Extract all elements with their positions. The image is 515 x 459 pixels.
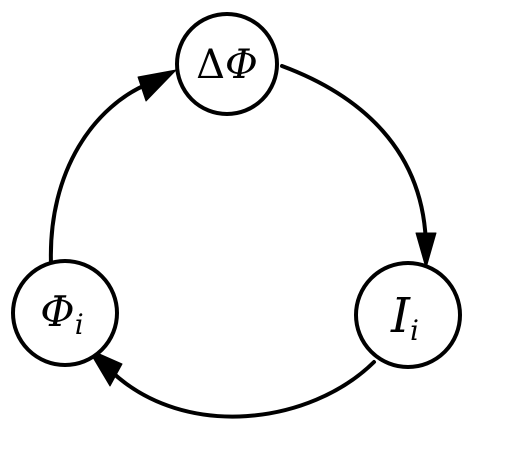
node-delta-phi-label: ΔΦ [196, 42, 258, 88]
node-delta-phi-circle [175, 12, 279, 116]
node-delta-phi: ΔΦ [175, 12, 279, 116]
edge-delta-phi-to-current-line [280, 64, 428, 250]
node-current-i-label: Ii [390, 288, 419, 347]
node-phi-i: Φi [11, 259, 119, 367]
edge-phi-i-to-delta-phi-line [48, 81, 152, 266]
node-phi-i-subscript: i [75, 308, 84, 341]
node-phi-i-symbol: Φ [40, 287, 74, 336]
arrowhead-into-current [415, 232, 437, 269]
node-phi-i-label: Φi [40, 287, 83, 341]
node-current-i-circle [354, 261, 462, 369]
node-current-i-subscript: i [410, 314, 419, 347]
edge-current-to-phi-i [87, 348, 376, 419]
edge-delta-phi-to-current [280, 64, 437, 269]
node-delta-phi-prefix: Δ [196, 42, 225, 88]
node-current-i: Ii [354, 261, 462, 369]
node-phi-i-circle [11, 259, 119, 367]
arrowhead-into-phi-i [87, 348, 123, 387]
edge-phi-i-to-delta-phi [48, 69, 177, 266]
node-delta-phi-symbol: Φ [225, 42, 258, 88]
edge-current-to-phi-i-line [110, 360, 376, 419]
node-current-i-symbol: I [390, 288, 411, 344]
arrowhead-into-delta-phi [137, 69, 177, 102]
